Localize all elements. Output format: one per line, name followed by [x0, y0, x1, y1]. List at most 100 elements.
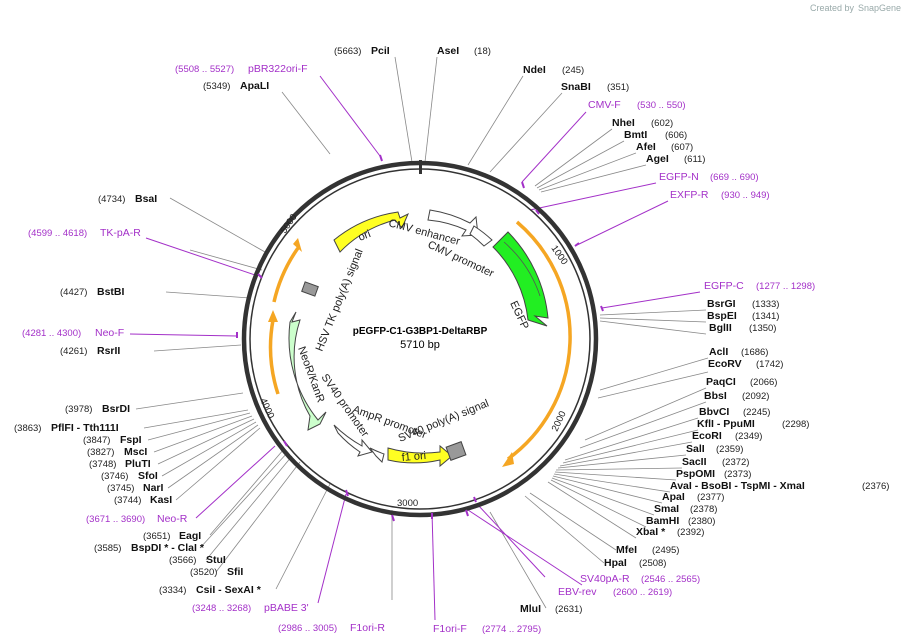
site-pos: (3744): [114, 495, 141, 506]
site-pos: (3746): [101, 471, 128, 482]
leader-lines: [135, 56, 709, 609]
site-pos: (2377): [697, 492, 724, 503]
hsv-tk-polya-feature: [301, 281, 319, 297]
site-pos: (2495): [652, 545, 679, 556]
site-pos: (351): [607, 82, 629, 93]
site-pos: (1341): [752, 311, 779, 322]
ori-feature: [333, 211, 409, 253]
primer-name: pBR322ori-F: [248, 63, 308, 75]
site-pos: (4261): [60, 346, 87, 357]
site-pos: (5663): [334, 46, 361, 57]
primer-name: EGFP-N: [659, 171, 699, 183]
site-name: EcoRI: [692, 430, 722, 442]
tick-2000: 2000: [550, 409, 569, 433]
site-pos: (5349): [203, 81, 230, 92]
site-name: SfiI: [227, 566, 243, 578]
site-pos: (2298): [782, 419, 809, 430]
site-name: AvaI - BsoBI - TspMI - XmaI: [670, 480, 805, 492]
primer-range: (2546 .. 2565): [641, 574, 700, 585]
site-pos: (2508): [639, 558, 666, 569]
site-pos: (602): [651, 118, 673, 129]
site-name: CsiI - SexAI *: [196, 584, 262, 596]
site-pos: (1742): [756, 359, 783, 370]
feature-label-f1-ori: f1 ori: [401, 450, 426, 464]
site-pos: (611): [684, 154, 705, 165]
site-name: SfoI: [138, 470, 158, 482]
site-name: SalI: [686, 443, 705, 455]
site-pos: (1686): [741, 347, 768, 358]
site-name: KflI - PpuMI: [697, 418, 755, 430]
site-name: BamHI: [646, 515, 679, 527]
primer-name: TK-pA-R: [100, 227, 141, 239]
site-pos: (2373): [724, 469, 751, 480]
feature-label-ori: ori: [357, 228, 373, 244]
site-name: BspDI * - ClaI *: [131, 542, 205, 554]
sv40-polya-feature: [445, 441, 467, 461]
primer-range: (530 .. 550): [637, 100, 686, 111]
egfp-inner-arc: [503, 241, 541, 297]
primer-name: EBV-rev: [558, 586, 597, 598]
site-pos: (4427): [60, 287, 87, 298]
plasmid-title: pEGFP-C1-G3BP1-DeltaRBP: [353, 326, 488, 337]
site-name: PspOMI: [676, 468, 715, 480]
primer-name: SV40pA-R: [580, 573, 630, 585]
primer-range: (4599 .. 4618): [28, 228, 87, 239]
site-name: BbsI: [704, 390, 727, 402]
primer-lines: [129, 75, 701, 621]
tick-3000: 3000: [397, 498, 418, 509]
site-pos: (1333): [752, 299, 779, 310]
site-pos: (3847): [83, 435, 110, 446]
site-name: BbvCI: [699, 406, 729, 418]
site-pos: (3520): [190, 567, 217, 578]
site-pos: (2631): [555, 604, 582, 615]
site-name: StuI: [206, 554, 226, 566]
site-pos: (607): [671, 142, 693, 153]
site-name: RsrII: [97, 345, 120, 357]
site-name: MfeI: [616, 544, 637, 556]
primer-name: F1ori-F: [433, 623, 467, 635]
site-name: PaqCI: [706, 376, 736, 388]
cmv-promoter-feature: [469, 225, 493, 247]
site-pos: (2359): [716, 444, 743, 455]
feature-label-hsv-tk-polya: HSV TK poly(A) signal: [314, 247, 366, 353]
ampr-promoter-feature: [369, 447, 385, 463]
site-pos: (3585): [94, 543, 121, 554]
primer-range: (2600 .. 2619): [613, 587, 672, 598]
site-name: AclI: [709, 346, 728, 358]
site-pos: (3334): [159, 585, 186, 596]
site-name: ApaI: [662, 491, 685, 503]
feature-label-sv40-polya: SV40 poly(A) signal: [397, 397, 491, 444]
site-name: PflFI - Tth111I: [51, 422, 119, 434]
site-pos: (3863): [14, 423, 41, 434]
site-pos: (245): [562, 65, 584, 76]
site-pos: (2392): [677, 527, 704, 538]
site-name: MluI: [520, 603, 541, 615]
primer-name: Neo-R: [157, 513, 188, 525]
primer-range: (3248 .. 3268): [192, 603, 251, 614]
site-pos: (4734): [98, 194, 125, 205]
primer-range: (5508 .. 5527): [175, 64, 234, 75]
site-name: BstBI: [97, 286, 125, 298]
primer-name: F1ori-R: [350, 622, 385, 634]
site-pos: (3978): [65, 404, 92, 415]
site-pos: (2092): [742, 391, 769, 402]
primer-name: CMV-F: [588, 99, 621, 111]
primer-range: (2774 .. 2795): [482, 624, 541, 635]
site-pos: (2376): [862, 481, 889, 492]
site-name: EagI: [179, 530, 201, 542]
primer-range: (4281 .. 4300): [22, 328, 81, 339]
credit-brand: SnapGene: [858, 3, 901, 13]
site-pos: (3745): [107, 483, 134, 494]
orf-arrowheads: [268, 238, 514, 467]
site-pos: (3566): [169, 555, 196, 566]
site-name: SmaI: [654, 503, 679, 515]
site-pos: (2245): [743, 407, 770, 418]
site-name: BglII: [709, 322, 732, 334]
primer-range: (930 .. 949): [721, 190, 770, 201]
site-pos: (18): [474, 46, 491, 57]
neo-kan-feature: [288, 311, 327, 431]
egfp-feature: [492, 231, 549, 327]
site-name: FspI: [120, 434, 142, 446]
credit-prefix: Created by: [810, 3, 855, 13]
plasmid-size: 5710 bp: [400, 339, 440, 351]
